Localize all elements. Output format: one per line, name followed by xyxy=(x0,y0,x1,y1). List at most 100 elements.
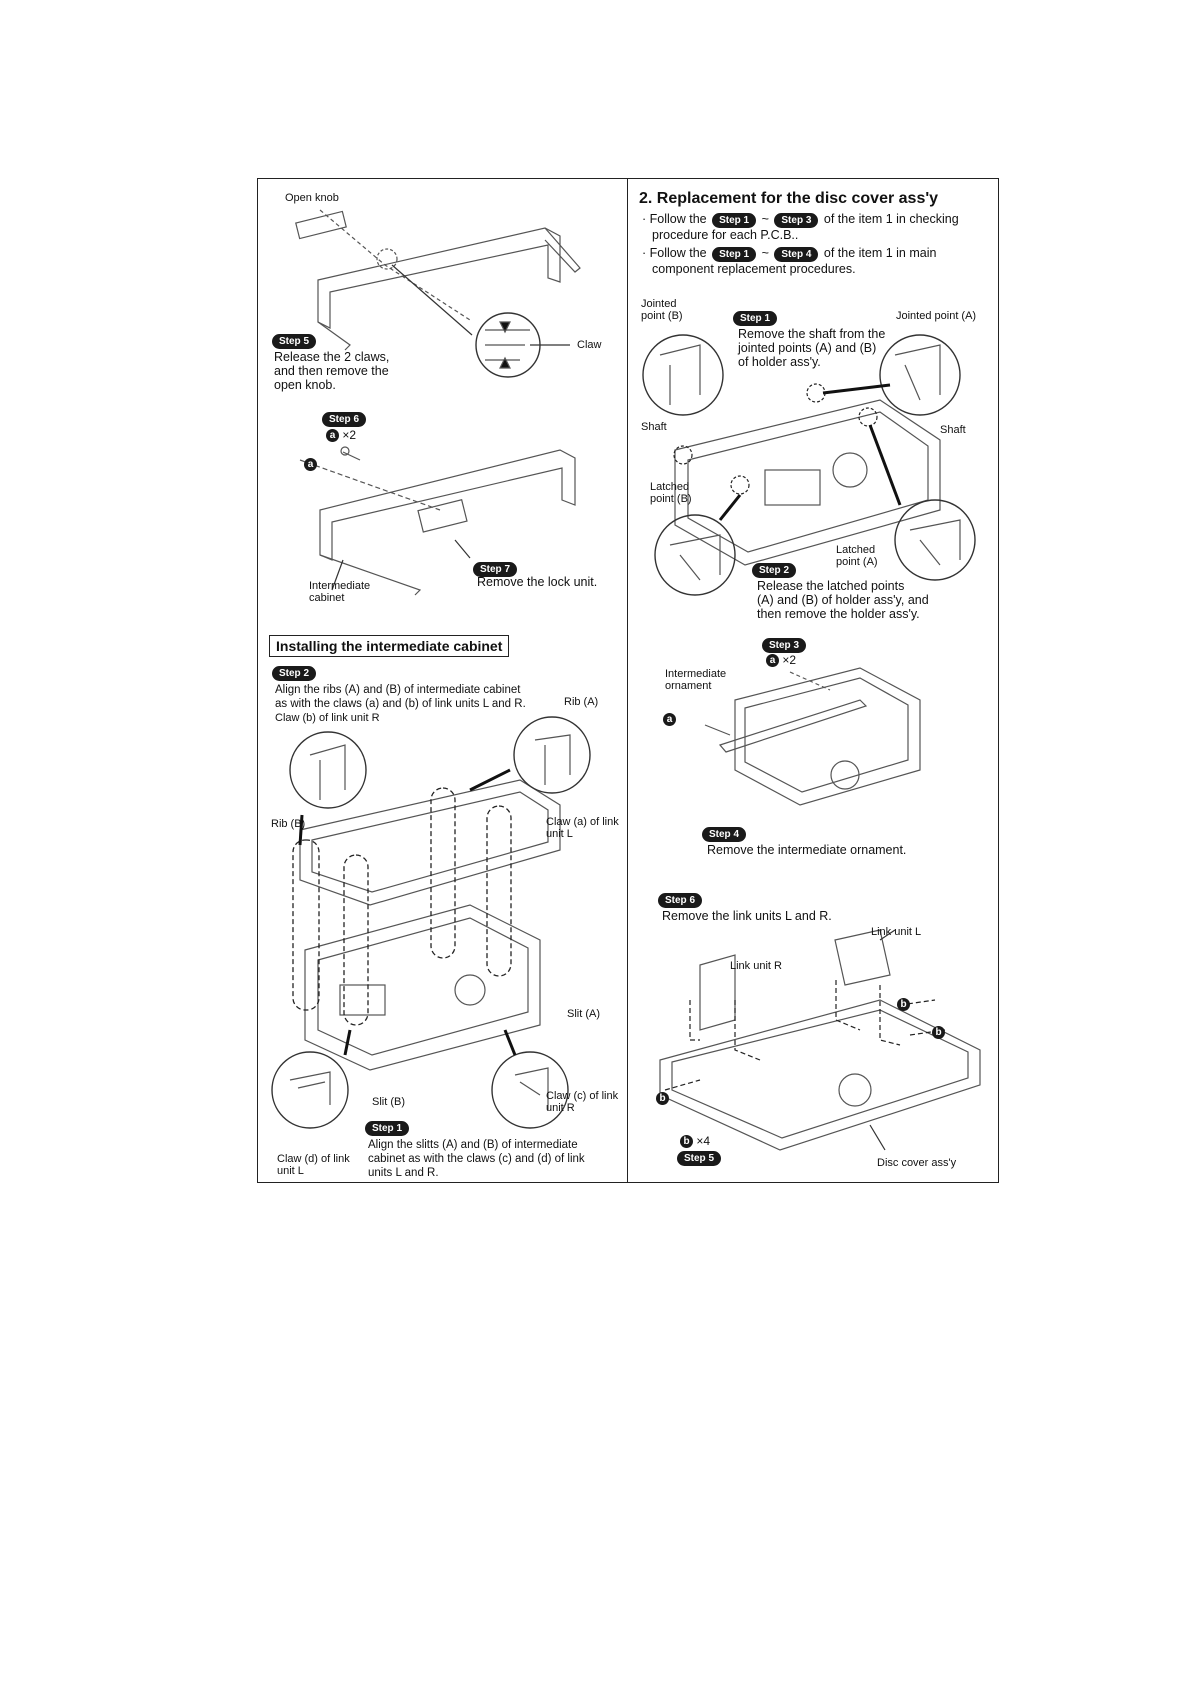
step5-line3: open knob. xyxy=(274,378,336,392)
bullet2-line1: · Follow the Step 1 ~ Step 4 of the item… xyxy=(642,246,936,262)
rstep2-line3: then remove the holder ass'y. xyxy=(757,607,920,621)
label-rib-b: Rib (B) xyxy=(271,818,306,830)
holder-detail-lines xyxy=(659,344,961,581)
badge-rstep5: Step 5 xyxy=(677,1151,722,1166)
label-rib-a: Rib (A) xyxy=(564,696,599,708)
screw-a-icon: a xyxy=(326,429,339,443)
bullet2-badge1: Step 1 xyxy=(712,247,757,262)
bullet1-tilde: ~ xyxy=(761,212,769,226)
install-frame-illustration xyxy=(299,779,561,1071)
badge-step6: Step 6 xyxy=(322,412,367,427)
label-open-knob: Open knob xyxy=(285,192,339,204)
screw-b-icon-3: b xyxy=(656,1092,669,1105)
bullet1-line1: · Follow the Step 1 ~ Step 3 of the item… xyxy=(642,212,959,228)
badge-rstep4: Step 4 xyxy=(702,827,747,842)
bullet1-pre: · Follow the xyxy=(642,212,707,226)
istep1-line3: units L and R. xyxy=(368,1167,439,1179)
section-heading: 2. Replacement for the disc cover ass'y xyxy=(639,190,939,207)
screw-ref-a: a xyxy=(304,458,317,471)
badge-rstep3: Step 3 xyxy=(762,638,807,653)
install-detail-circles xyxy=(271,716,591,1129)
rstep2-line2: (A) and (B) of holder ass'y, and xyxy=(757,593,929,607)
label-ornament-1: Intermediate xyxy=(665,668,727,680)
label-slit-b: Slit (B) xyxy=(372,1096,405,1108)
label-claw-a-2: unit L xyxy=(546,828,573,840)
disc-cover-illustration xyxy=(659,929,981,1151)
bullet2-line2: component replacement procedures. xyxy=(652,262,856,276)
rstep1-line1: Remove the shaft from the xyxy=(738,327,886,341)
rstep1-line2: jointed points (A) and (B) xyxy=(738,341,877,355)
badge-istep1: Step 1 xyxy=(365,1121,410,1136)
rscrew-count-a: a ×2 xyxy=(766,653,797,668)
install-dashed-guides xyxy=(292,787,512,1026)
rstep1-line3: of holder ass'y. xyxy=(738,355,821,369)
label-jointed-a: Jointed point (A) xyxy=(896,310,977,322)
holder-dashed-circles xyxy=(673,383,878,495)
rscrew-count-text: ×2 xyxy=(782,653,797,667)
label-claw-d-2: unit L xyxy=(277,1165,304,1177)
label-latched-a-2: point (A) xyxy=(836,556,878,568)
label-shaft-left: Shaft xyxy=(641,421,667,433)
rscrew-a-ref-icon: a xyxy=(663,713,676,726)
install-detail-lines xyxy=(289,734,571,1110)
screw-b-ref-3: b xyxy=(656,1092,669,1105)
screw-b-icon-2: b xyxy=(932,1026,945,1039)
label-slit-a: Slit (A) xyxy=(567,1008,600,1020)
badge-step7: Step 7 xyxy=(473,562,518,577)
label-intermediate-cabinet-2: cabinet xyxy=(309,592,345,604)
screw-count-text: ×2 xyxy=(342,428,357,442)
label-jointed-b-1: Jointed xyxy=(641,298,677,310)
screw-count-b: b ×4 xyxy=(680,1134,711,1149)
label-shaft-right: Shaft xyxy=(940,424,966,436)
holder-assy-illustration xyxy=(674,399,941,566)
claw-detail-circle xyxy=(475,312,570,378)
label-claw-b: Claw (b) of link unit R xyxy=(275,712,380,724)
badge-rstep1: Step 1 xyxy=(733,311,778,326)
label-disc-cover: Disc cover ass'y xyxy=(877,1157,957,1169)
frame-lock-illustration xyxy=(299,446,576,596)
frame-top-illustration xyxy=(295,209,581,351)
istep1-line2: cabinet as with the claws (c) and (d) of… xyxy=(368,1153,585,1165)
badge-istep2: Step 2 xyxy=(272,666,317,681)
label-jointed-b-2: point (B) xyxy=(641,310,683,322)
badge-rstep6: Step 6 xyxy=(658,893,703,908)
installing-title: Installing the intermediate cabinet xyxy=(269,635,510,657)
bullet2-tilde: ~ xyxy=(761,246,769,260)
screw-b-count-icon: b xyxy=(680,1135,693,1149)
label-link-r: Link unit R xyxy=(730,960,782,972)
screw-count-a: a ×2 xyxy=(326,428,357,443)
page-frame xyxy=(257,178,999,1183)
bullet1-badge2: Step 3 xyxy=(774,213,819,228)
rscrew-a-icon: a xyxy=(766,654,779,668)
label-latched-a-1: Latched xyxy=(836,544,876,556)
label-claw-c-2: unit R xyxy=(546,1102,575,1114)
label-claw-c-1: Claw (c) of link xyxy=(546,1090,619,1102)
screw-b-count-text: ×4 xyxy=(696,1134,711,1148)
bullet1-post: of the item 1 in checking xyxy=(823,212,959,226)
column-divider xyxy=(627,178,628,1183)
screw-b-ref-1: b xyxy=(897,998,910,1011)
label-intermediate-cabinet-1: Intermediate xyxy=(309,580,371,592)
bullet2-badge2: Step 4 xyxy=(774,247,819,262)
holder-detail-circles xyxy=(642,334,976,596)
rstep2-line1: Release the latched points xyxy=(757,579,905,593)
label-latched-b-1: Latched xyxy=(650,481,690,493)
screw-b-ref-2: b xyxy=(932,1026,945,1039)
rscrew-ref-a: a xyxy=(663,713,676,726)
badge-step5: Step 5 xyxy=(272,334,317,349)
screw-b-icon-1: b xyxy=(897,998,910,1011)
label-latched-b-2: point (B) xyxy=(650,493,692,505)
label-ornament-2: ornament xyxy=(665,680,712,692)
label-link-l: Link unit L xyxy=(871,926,922,938)
step5-line1: Release the 2 claws, xyxy=(274,350,390,364)
step7-text: Remove the lock unit. xyxy=(477,575,598,589)
istep1-line1: Align the slitts (A) and (B) of intermed… xyxy=(368,1139,578,1151)
istep2-line2: as with the claws (a) and (b) of link un… xyxy=(275,698,526,710)
rstep6-text: Remove the link units L and R. xyxy=(662,909,832,923)
bullet1-line2: procedure for each P.C.B.. xyxy=(652,228,799,242)
rstep4-text: Remove the intermediate ornament. xyxy=(707,843,907,857)
bullet1-badge1: Step 1 xyxy=(712,213,757,228)
istep2-line1: Align the ribs (A) and (B) of intermedia… xyxy=(275,684,521,696)
label-claw-a-1: Claw (a) of link xyxy=(546,816,619,828)
